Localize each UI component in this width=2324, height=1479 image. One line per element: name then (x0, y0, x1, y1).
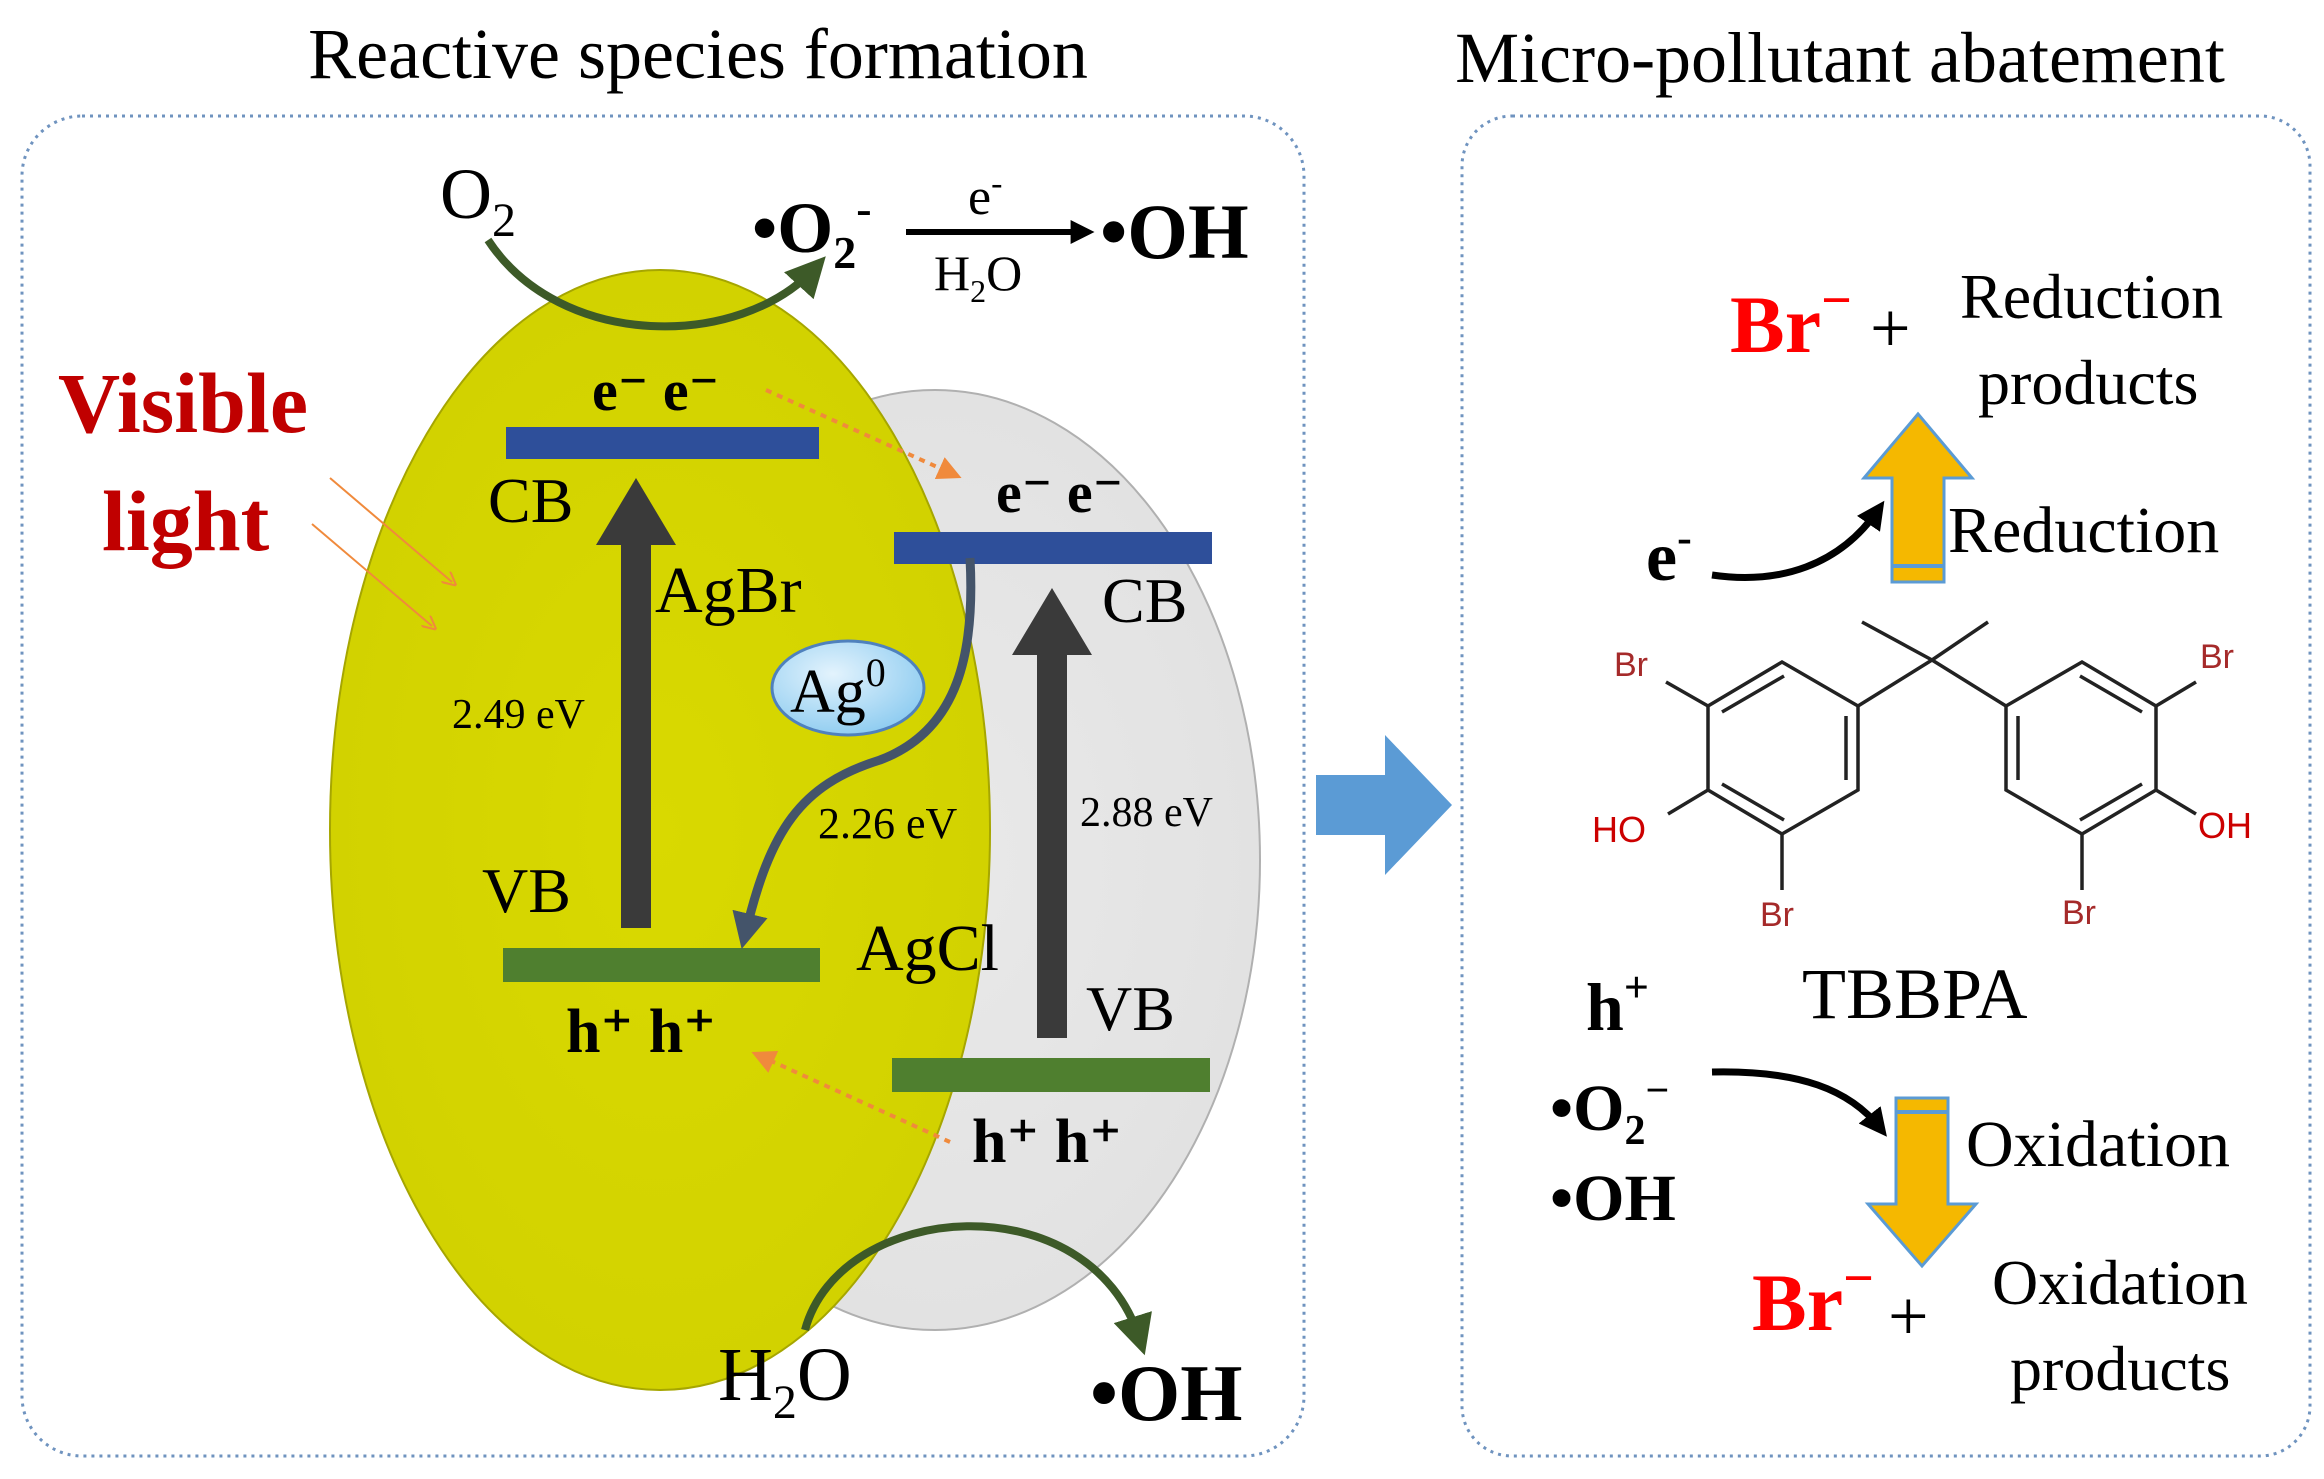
electron-transfer-arrow (765, 388, 962, 480)
tbbpa-structure (1665, 620, 2197, 890)
oxidation-down-arrow (1864, 1096, 1980, 1269)
reduction-electron: e- (1646, 513, 1692, 596)
oxidation-label: Oxidation (1966, 1108, 2230, 1181)
agcl-bandgap: 2.88 eV (1080, 790, 1213, 836)
visible-light-line2: light (102, 473, 270, 569)
agcl-cb-label: CB (1102, 565, 1187, 636)
agcl-name: AgCl (856, 912, 999, 985)
left-panel-frame (20, 114, 1306, 1458)
water-label: H2O (718, 1333, 852, 1429)
oxidation-products-line2: products (2010, 1333, 2230, 1404)
agbr-bandgap: 2.49 eV (452, 692, 585, 738)
reduction-up-arrow (1860, 411, 1976, 584)
tbbpa-br-top-left: Br (1614, 646, 1648, 684)
oxidation-species-arrow (1711, 1068, 1887, 1137)
tbbpa-br-bottom-left: Br (1760, 896, 1794, 934)
agbr-cb-band (506, 427, 819, 459)
oxidation-superoxide: •O2− (1550, 1068, 1669, 1154)
water-oxidation-curve (801, 1222, 1152, 1356)
tbbpa-br-top-right: Br (2200, 638, 2234, 676)
light-ray-2 (311, 523, 432, 626)
reduction-products-line1: Reduction (1960, 261, 2223, 332)
agcl-vb-label: VB (1086, 973, 1175, 1044)
oxygen-label: O2 (440, 154, 516, 247)
reduction-label: Reduction (1948, 494, 2219, 567)
oxidation-hole: h+ (1586, 963, 1649, 1045)
oxidation-products-line1: Oxidation (1992, 1247, 2248, 1318)
agbr-excitation-arrow (621, 540, 651, 928)
tbbpa-name: TBBPA (1802, 954, 2027, 1034)
agbr-excitation-arrowhead (596, 478, 676, 545)
reduction-products-line2: products (1978, 347, 2198, 418)
agcl-vb-band (892, 1058, 1210, 1092)
reduction-bromide: Br− (1730, 270, 1852, 370)
tbbpa-br-bottom-right: Br (2062, 894, 2096, 932)
left-panel-title: Reactive species formation (308, 14, 1088, 94)
oxidation-plus: + (1888, 1276, 1929, 1356)
arrow-electron-label: e- (968, 165, 1002, 226)
agbr-holes: h⁺ h⁺ (566, 998, 716, 1066)
ag-transfer-energy: 2.26 eV (818, 799, 958, 848)
agbr-particle (329, 269, 991, 1391)
agcl-electrons: e⁻ e⁻ (996, 460, 1123, 525)
arrow-water-label: H2O (934, 245, 1022, 309)
ag0-label: Ag0 (790, 650, 886, 726)
top-hydroxyl-radical: •OH (1100, 188, 1249, 275)
reduction-electron-arrow (1711, 500, 1885, 581)
visible-light-line1: Visible (58, 355, 308, 451)
bottom-hydroxyl-radical: •OH (1090, 1350, 1242, 1438)
oxygen-reduction-curve (484, 237, 826, 331)
panel-transition-arrow (1316, 735, 1452, 875)
agbr-name: AgBr (655, 554, 802, 627)
agbr-electrons: e⁻ e⁻ (592, 358, 719, 423)
oxidation-hydroxyl: •OH (1550, 1162, 1676, 1235)
agbr-cb-label: CB (488, 465, 573, 536)
superoxide-label: •O2- (752, 183, 872, 278)
agbr-vb-label: VB (482, 855, 571, 926)
agcl-holes: h⁺ h⁺ (972, 1108, 1122, 1176)
tbbpa-oh-right: OH (2198, 805, 2252, 846)
agbr-vb-band (503, 948, 820, 982)
agcl-cb-band (894, 532, 1212, 564)
ag0-particle (770, 639, 926, 737)
right-panel-title: Micro-pollutant abatement (1455, 18, 2225, 98)
oxidation-bromide: Br− (1752, 1248, 1874, 1348)
tbbpa-ho-left: HO (1592, 809, 1646, 850)
agcl-excitation-arrow (1037, 650, 1067, 1038)
ag0-transfer-arrow (732, 557, 976, 950)
reduction-plus: + (1870, 288, 1911, 368)
agcl-excitation-arrowhead (1012, 588, 1092, 655)
light-ray-1 (329, 477, 452, 582)
